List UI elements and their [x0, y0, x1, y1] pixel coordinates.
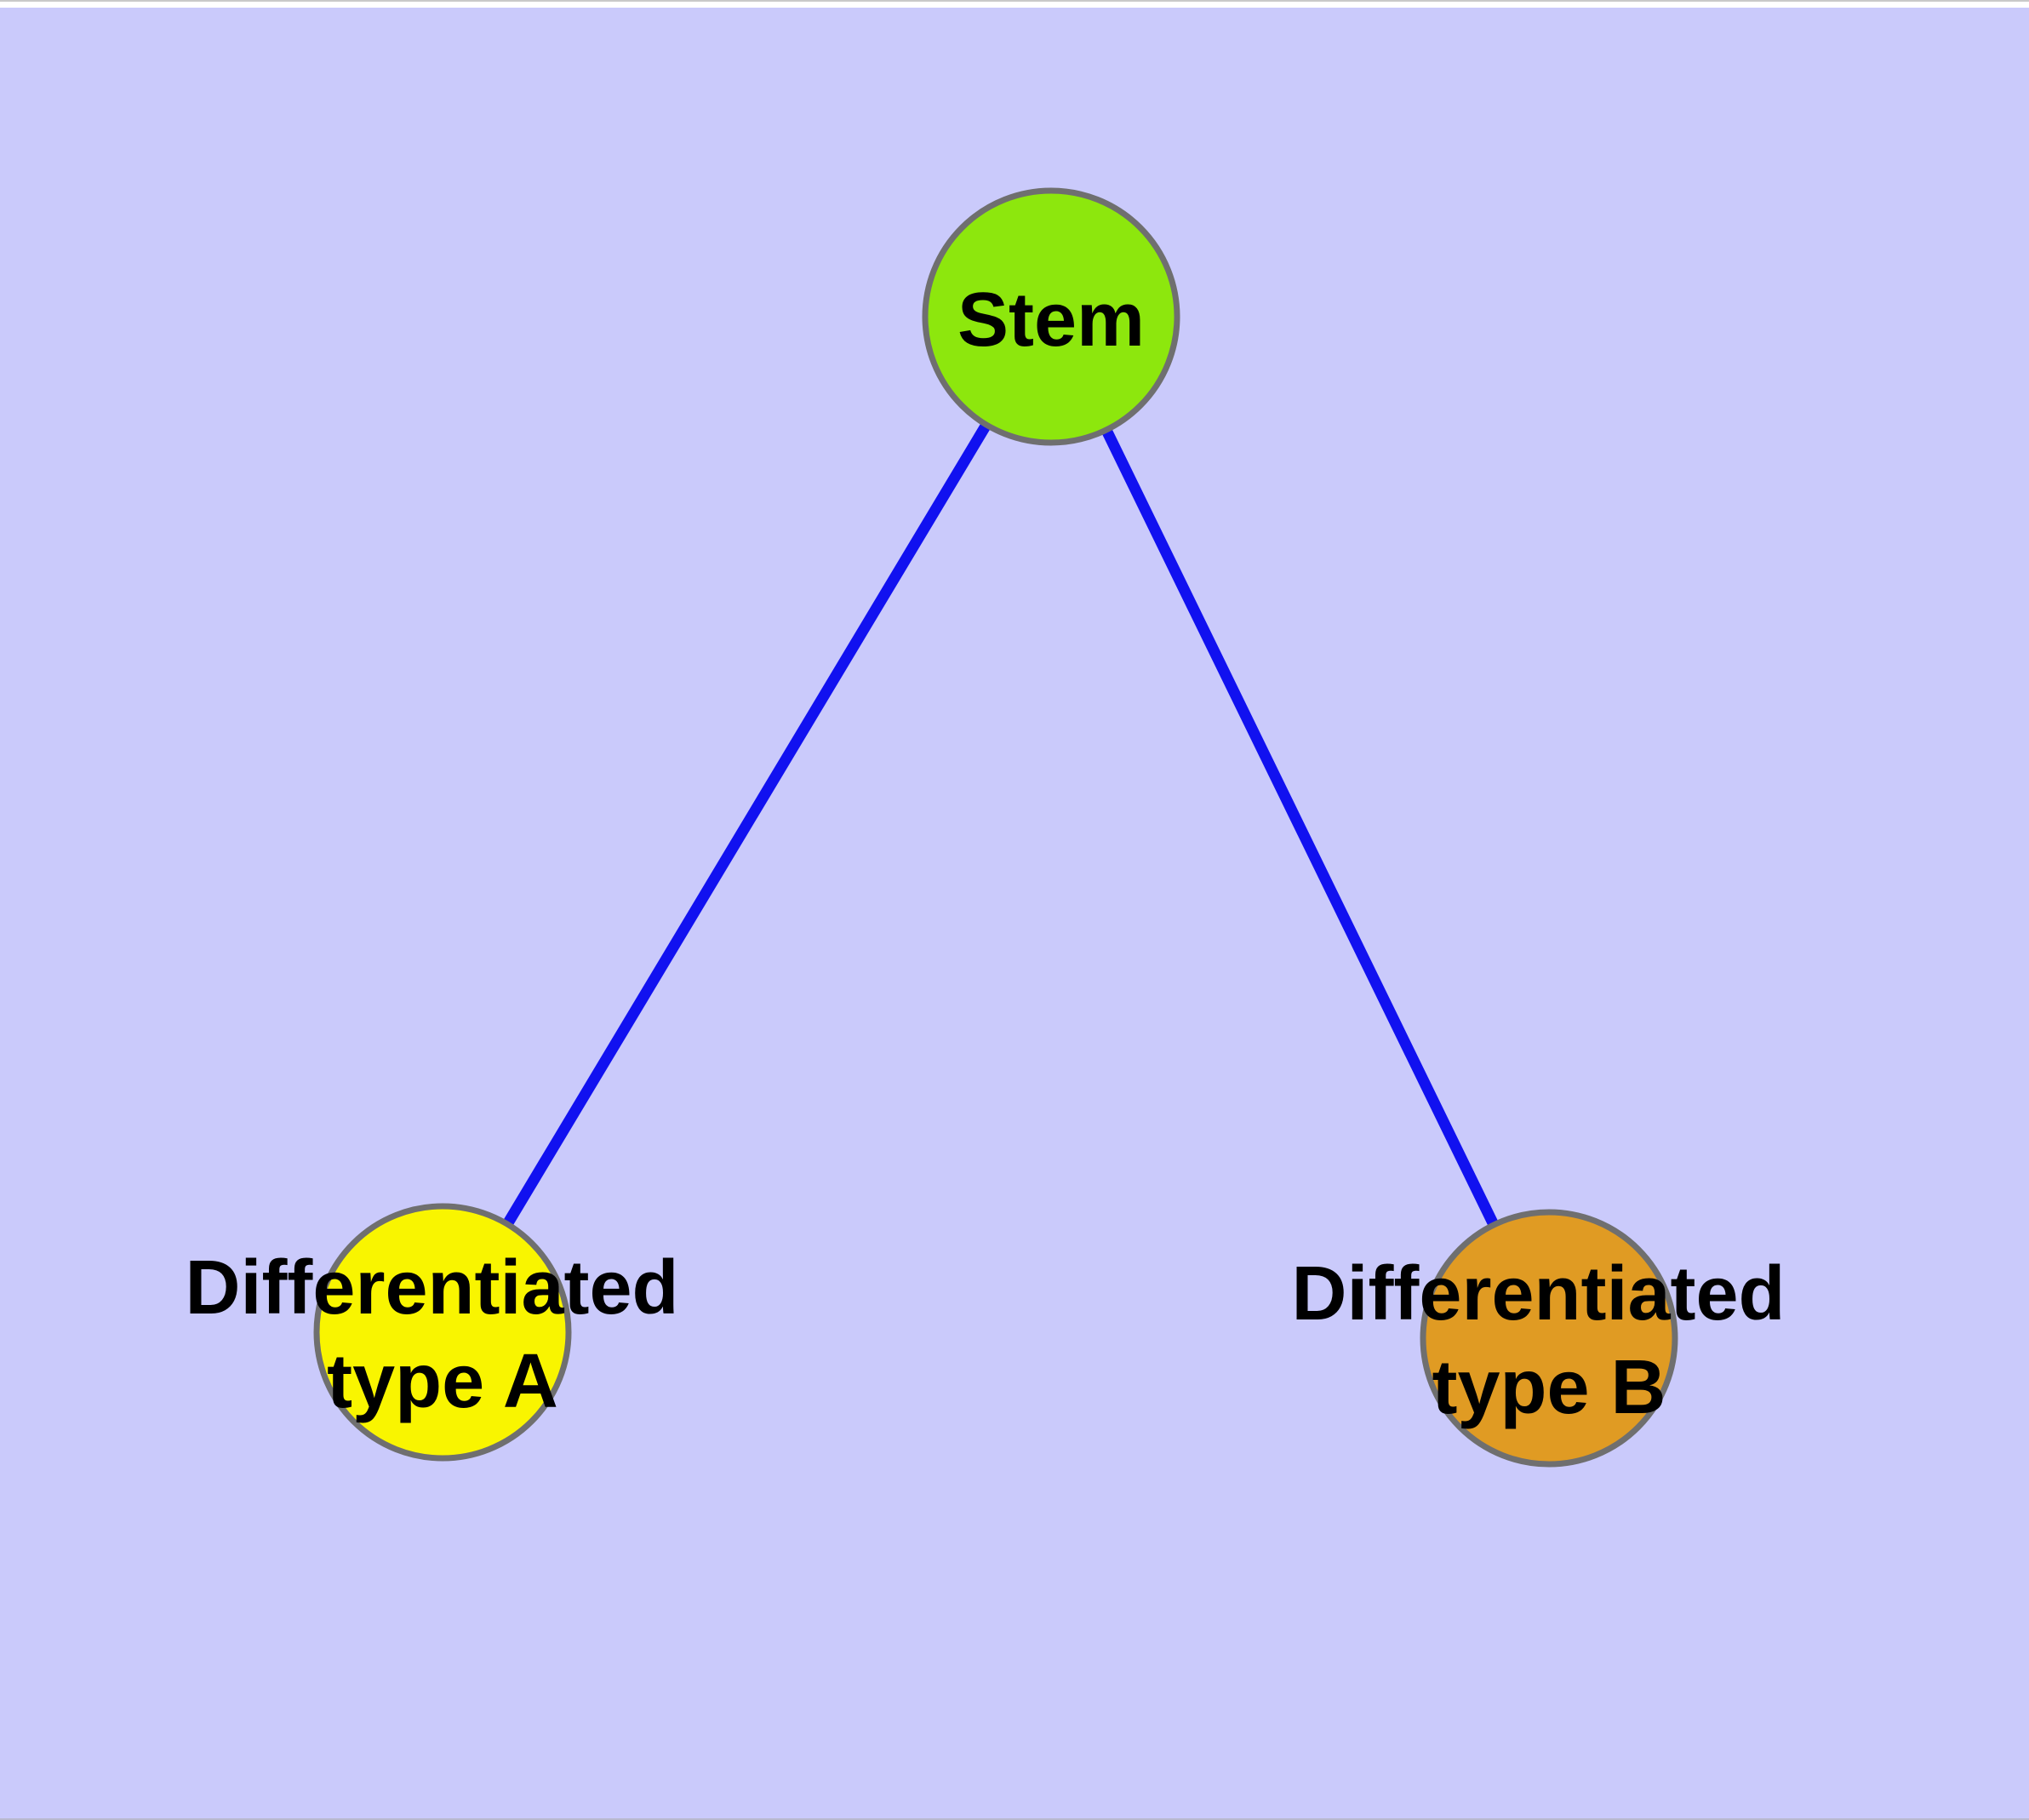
node-type-b-label-line1: Differentiated — [1291, 1251, 1785, 1336]
node-type-a-label-line1: Differentiated — [185, 1245, 678, 1331]
diagram-canvas: Stem Differentiated type A Differentiate… — [0, 8, 2029, 1820]
window-top-line — [0, 0, 2029, 2]
edge-stem-to-type-b — [1046, 314, 1554, 1341]
graph-svg: Stem Differentiated type A Differentiate… — [0, 8, 2029, 1820]
node-type-a-circle — [313, 1203, 572, 1462]
node-type-a-label: Differentiated type A — [185, 1245, 700, 1424]
canvas-bottom-line — [0, 1818, 2029, 1820]
node-type-b-label: Differentiated type B — [1291, 1251, 1806, 1430]
node-type-b-circle — [1420, 1209, 1678, 1468]
node-type-a-label-line2: type A — [327, 1339, 558, 1424]
node-stem-label: Stem — [957, 278, 1145, 363]
edge-stem-to-type-a — [437, 313, 1056, 1336]
node-stem-circle — [922, 187, 1180, 446]
window-top-strip — [0, 2, 2029, 8]
node-type-b-label-line2: type B — [1432, 1345, 1666, 1430]
